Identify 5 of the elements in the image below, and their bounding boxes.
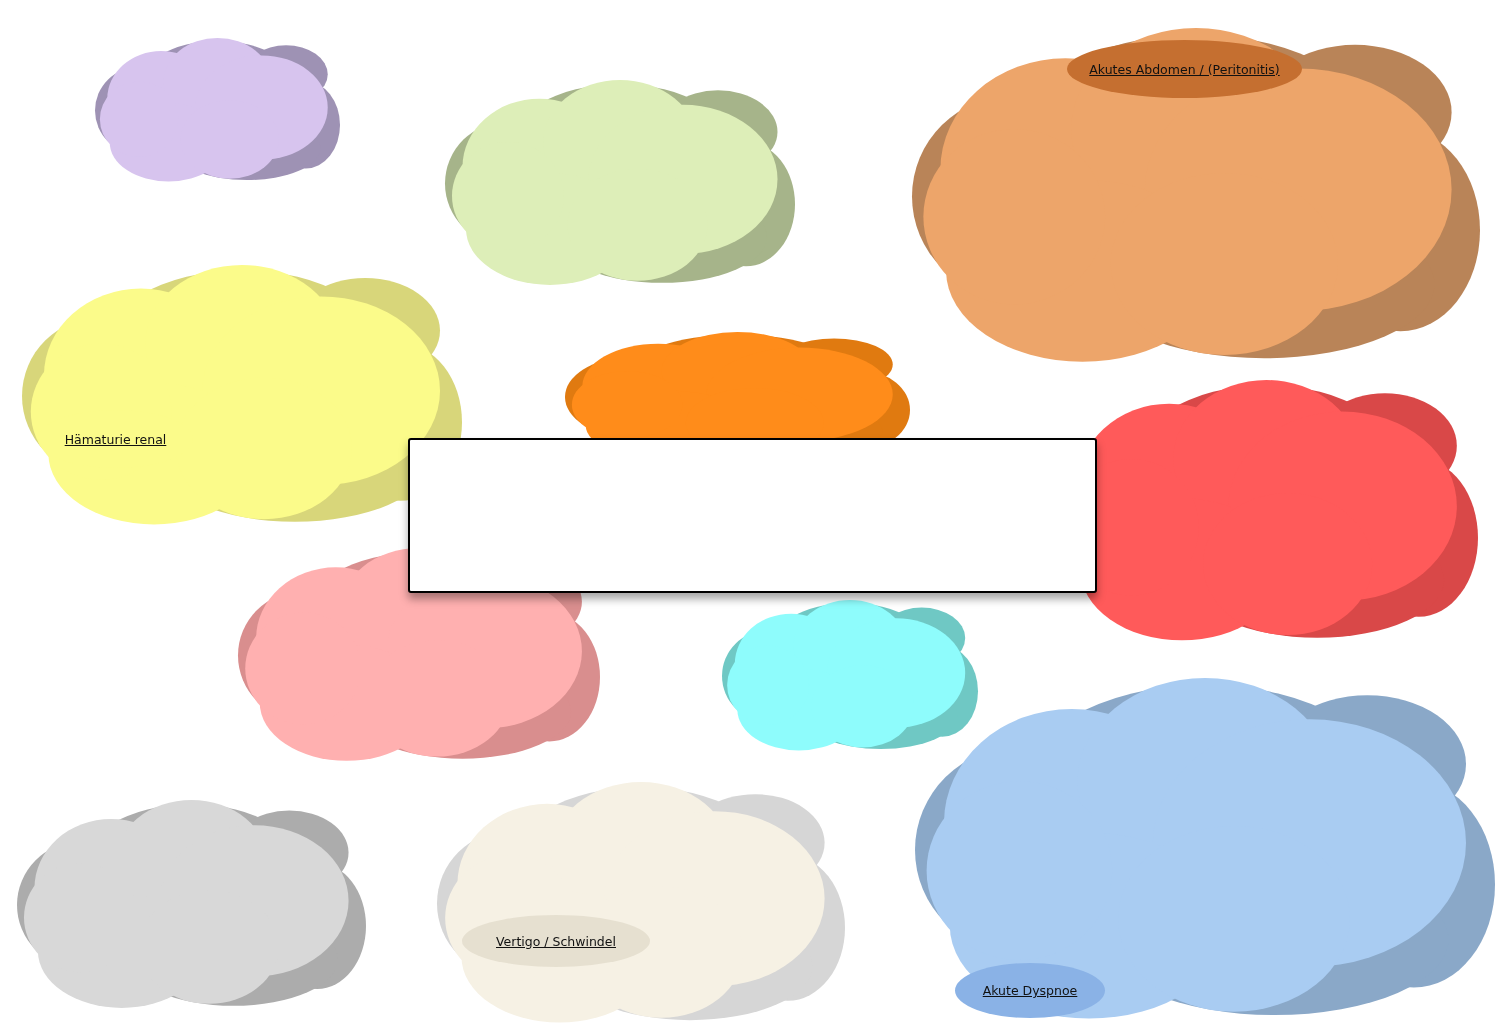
topic-label: Vertigo / Schwindel bbox=[496, 933, 616, 949]
topic-label: Akute Dyspnoe bbox=[982, 983, 1078, 998]
topic-label: Hämaturie renal bbox=[64, 431, 167, 447]
topic-label: Akutes Abdomen / (Peritonitis) bbox=[1089, 61, 1280, 77]
blank-panel bbox=[408, 438, 1097, 593]
